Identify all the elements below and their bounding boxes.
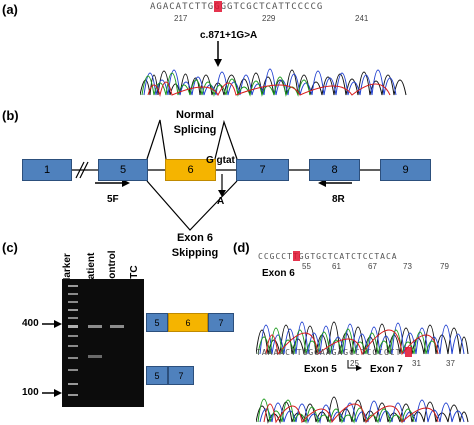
pos-top-4: 73: [403, 262, 412, 271]
exon-5: 5: [98, 159, 148, 181]
gtat-label: G gtat: [206, 155, 235, 166]
mutation-label: c.871+1G>A: [200, 30, 258, 41]
primer-5f-label: 5F: [107, 194, 119, 205]
junction-highlight-top: [293, 251, 300, 261]
exon-8: 8: [309, 159, 360, 181]
panel-a-sequence: AGACATCTTGGGGTCGCTCATTCCCCG: [150, 2, 324, 12]
patient-band-upper: [88, 325, 102, 328]
marker-400-label: 400: [22, 318, 39, 329]
pos-bottom-1: 25: [350, 359, 359, 368]
panel-a-pos-2: 229: [262, 14, 276, 23]
exon5-label: Exon 5: [304, 364, 337, 375]
lane-patient-label: Patient: [86, 252, 97, 286]
mutant-a-label: A: [217, 196, 225, 207]
pos-bottom-3: 37: [446, 359, 455, 368]
chromatogram-d-top: [256, 321, 469, 356]
band-upper-exon7: 7: [208, 313, 234, 332]
panel-d-label: (d): [233, 240, 250, 255]
junction-highlight-bottom: [405, 347, 412, 357]
mutation-highlight: [214, 1, 222, 12]
panel-a-label: (a): [2, 2, 18, 17]
exon-1: 1: [22, 159, 72, 181]
lane-ntc-label: NTC: [129, 265, 140, 286]
panel-b-label: (b): [2, 108, 19, 123]
normal-splicing-label: Normal Splicing: [173, 109, 217, 136]
splicing-diagram-lines: [70, 119, 381, 231]
exon-9: 9: [380, 159, 431, 181]
mutation-arrowhead: [214, 59, 222, 67]
gel-image: [62, 279, 144, 407]
pos-top-2: 61: [332, 262, 341, 271]
pos-top-3: 67: [368, 262, 377, 271]
lane-control-label: Control: [107, 250, 118, 286]
patient-band-lower: [88, 355, 102, 358]
lane-marker-label: Marker: [62, 253, 73, 286]
band-lower-exon7: 7: [168, 366, 194, 385]
pos-top-5: 79: [440, 262, 449, 271]
chromatogram-a: [140, 41, 407, 97]
pos-top-1: 55: [302, 262, 311, 271]
marker-100-label: 100: [22, 387, 39, 398]
chromatogram-d-bottom: [256, 360, 469, 424]
pos-bottom-2: 31: [412, 359, 421, 368]
control-band: [110, 325, 124, 328]
panel-a-pos-3: 241: [355, 14, 369, 23]
panel-d-sequence-top: CCGCCTTGGTGCTCATCTCCTACA: [258, 252, 398, 261]
panel-a-pos-1: 217: [174, 14, 188, 23]
exon7-label: Exon 7: [370, 364, 403, 375]
panel-c-label: (c): [2, 240, 18, 255]
band-lower-exon5: 5: [146, 366, 168, 385]
primer-8r-label: 8R: [332, 194, 345, 205]
marker-arrows: [42, 320, 62, 397]
exon6-skipping-label: Exon 6 Skipping: [171, 232, 219, 259]
panel-d-sequence-bottom: TAAAACTTGGGAAGAGCCTCGCGCT: [256, 348, 402, 357]
exon6-top-label: Exon 6: [262, 268, 295, 279]
exon-7: 7: [236, 159, 289, 181]
band-upper-exon5: 5: [146, 313, 168, 332]
exon-6: 6: [165, 159, 216, 181]
band-upper-exon6: 6: [168, 313, 208, 332]
